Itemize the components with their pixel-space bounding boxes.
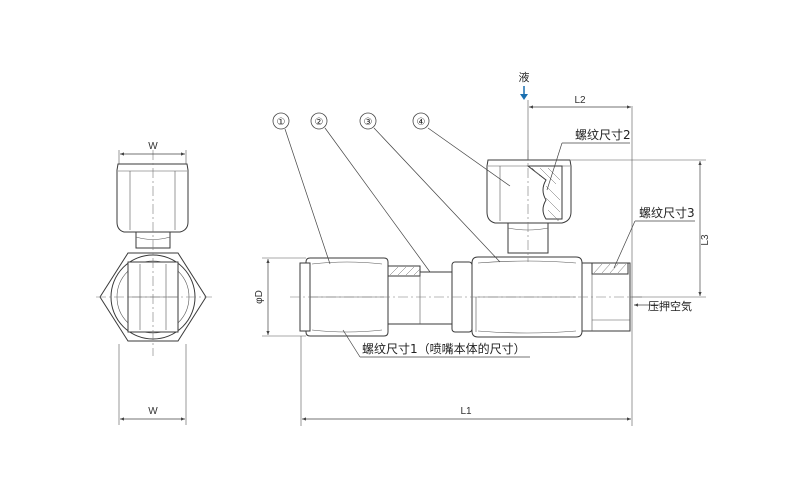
callout-3: ③ — [359, 112, 501, 263]
dim-l2-label: L2 — [574, 95, 586, 106]
liquid-label: 液 — [519, 70, 530, 84]
part-2-shaft — [385, 271, 453, 325]
svg-text:螺纹尺寸3: 螺纹尺寸3 — [639, 206, 695, 220]
side-view: W W — [96, 141, 212, 425]
dim-d-label: φD — [254, 290, 265, 304]
svg-text:螺纹尺寸1（喷嘴本体的尺寸）: 螺纹尺寸1（喷嘴本体的尺寸） — [362, 341, 526, 356]
callout-4: ④ — [412, 112, 511, 187]
svg-text:螺纹尺寸2: 螺纹尺寸2 — [575, 128, 631, 142]
pressure-air-label: 压押空気 — [648, 299, 692, 313]
thread-3-note: 螺纹尺寸3 — [613, 206, 695, 269]
svg-text:①: ① — [277, 117, 286, 128]
callout-2: ② — [310, 112, 431, 273]
thread-2-note: 螺纹尺寸2 — [546, 128, 631, 191]
thread-1-note: 螺纹尺寸1（喷嘴本体的尺寸） — [342, 329, 530, 358]
callout-1: ① — [272, 112, 331, 265]
svg-text:②: ② — [315, 117, 324, 128]
dim-l1-label: L1 — [460, 406, 472, 417]
front-view: φD L1 L2 L3 液 压押空気 ① ② — [254, 70, 711, 426]
dim-l3-label: L3 — [700, 234, 711, 246]
svg-text:④: ④ — [417, 117, 426, 128]
dim-w-label: W — [148, 406, 158, 417]
svg-text:③: ③ — [364, 117, 373, 128]
liquid-arrow-icon — [520, 94, 528, 100]
dim-w-top-label: W — [148, 141, 158, 152]
